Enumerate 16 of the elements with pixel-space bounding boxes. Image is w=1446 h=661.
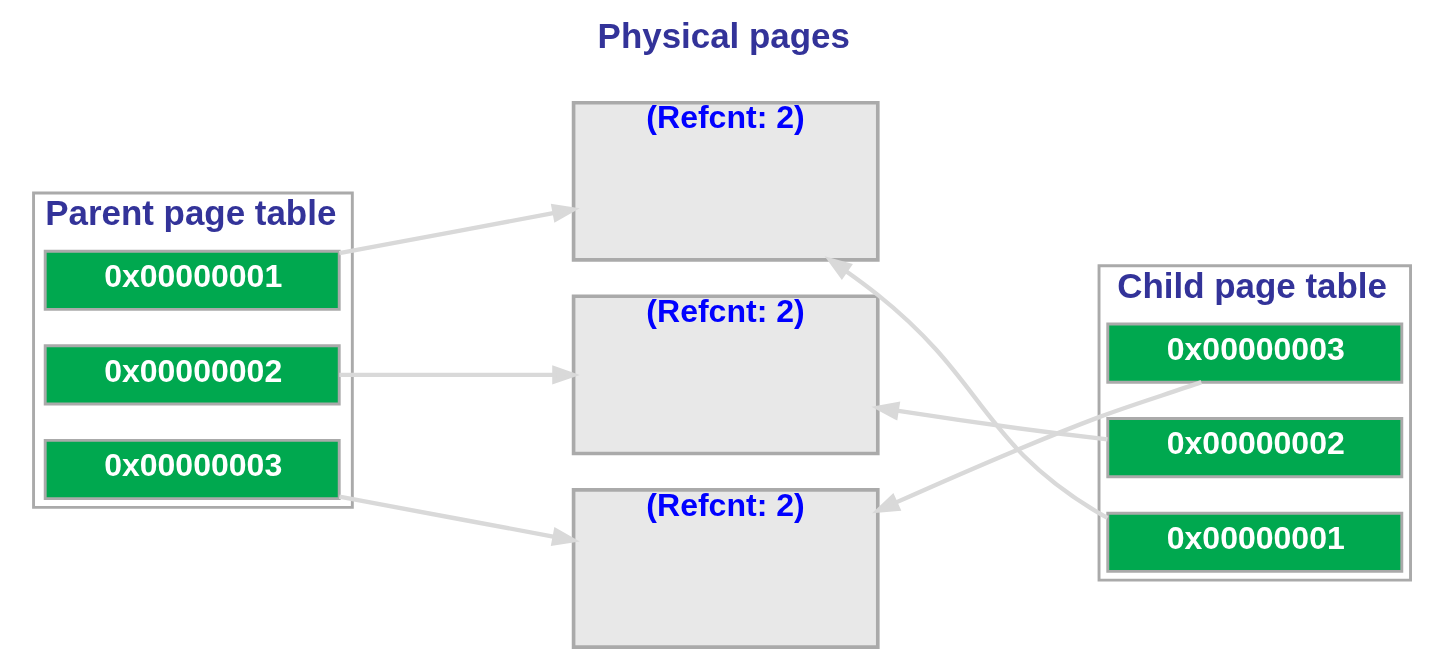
node-box: (Refcnt: 2) <box>571 294 880 456</box>
node-box: 0x00000002 <box>43 344 341 406</box>
node-box: (Refcnt: 2) <box>571 488 880 649</box>
arrow <box>870 401 1108 442</box>
arrow <box>338 203 580 256</box>
node-box: (Refcnt: 2) <box>571 100 880 262</box>
arrow <box>871 380 1202 514</box>
node-box: 0x00000003 <box>43 438 341 501</box>
node-box: 0x00000001 <box>43 249 341 311</box>
label: Physical pages <box>597 15 850 55</box>
arrow <box>338 494 580 546</box>
arrow <box>824 256 1109 520</box>
node-box: 0x00000001 <box>1105 511 1403 573</box>
node-box: 0x00000003 <box>1105 322 1403 384</box>
arrow <box>338 365 580 385</box>
node-box: 0x00000002 <box>1105 417 1403 479</box>
